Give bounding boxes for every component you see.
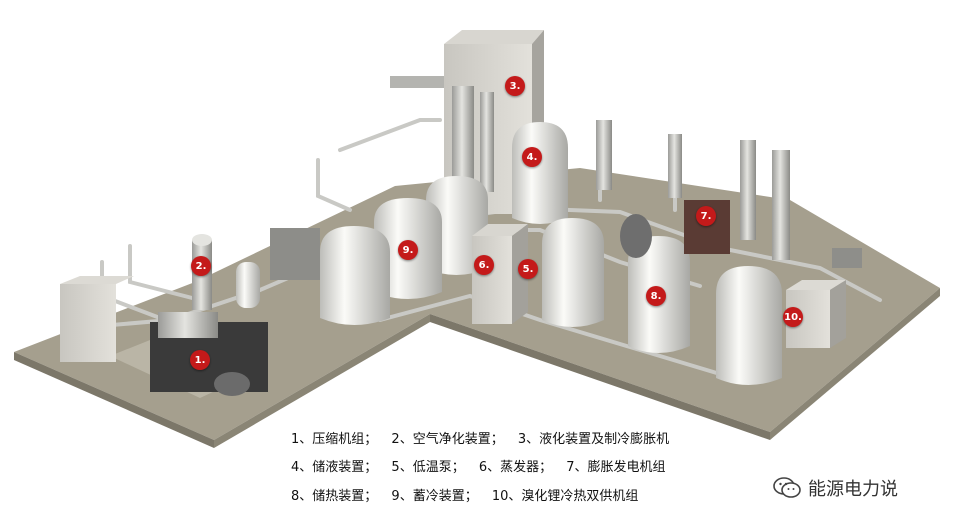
cold-storage-tanks (320, 176, 488, 325)
legend-line-2: 4、储液装置； 5、低温泵； 6、蒸发器； 7、膨胀发电机组 (291, 456, 676, 475)
marker-expander: 7. (696, 206, 716, 226)
marker-liquid-storage: 4. (522, 147, 542, 167)
legend-item: 10、溴化锂冷热双供机组 (491, 489, 639, 504)
legend-item: 6、蒸发器； (478, 460, 553, 475)
marker-cryo-pump: 5. (518, 259, 538, 279)
marker-purifier: 2. (191, 256, 211, 276)
expander-columns (596, 120, 790, 260)
wechat-icon (773, 477, 801, 498)
legend-line-3: 8、储热装置； 9、蓄冷装置； 10、溴化锂冷热双供机组 (291, 485, 648, 504)
legend-item: 2、空气净化装置； (391, 432, 504, 447)
legend-item: 9、蓄冷装置； (391, 489, 478, 504)
legend-item: 3、液化装置及制冷膨胀机 (517, 432, 670, 447)
legend-item: 7、膨胀发电机组 (566, 460, 666, 475)
marker-heat-storage: 8. (646, 286, 666, 306)
compressor-unit (60, 276, 268, 396)
legend-item: 4、储液装置； (291, 460, 378, 475)
legend-line-1: 1、压缩机组； 2、空气净化装置； 3、液化装置及制冷膨胀机 (291, 428, 679, 447)
liquid-air-storage (512, 122, 568, 224)
marker-lithium-bromide: 10. (783, 307, 803, 327)
marker-liquefaction: 3. (505, 76, 525, 96)
watermark-text: 能源电力说 (808, 479, 898, 500)
marker-cold-storage: 9. (398, 240, 418, 260)
legend-item: 1、压缩机组； (291, 432, 378, 447)
legend-item: 8、储热装置； (291, 489, 378, 504)
marker-compressor: 1. (190, 350, 210, 370)
marker-evaporator: 6. (474, 255, 494, 275)
legend-item: 5、低温泵； (391, 460, 465, 475)
evaporator-box (472, 224, 528, 324)
watermark: 能源电力说 (772, 474, 898, 502)
